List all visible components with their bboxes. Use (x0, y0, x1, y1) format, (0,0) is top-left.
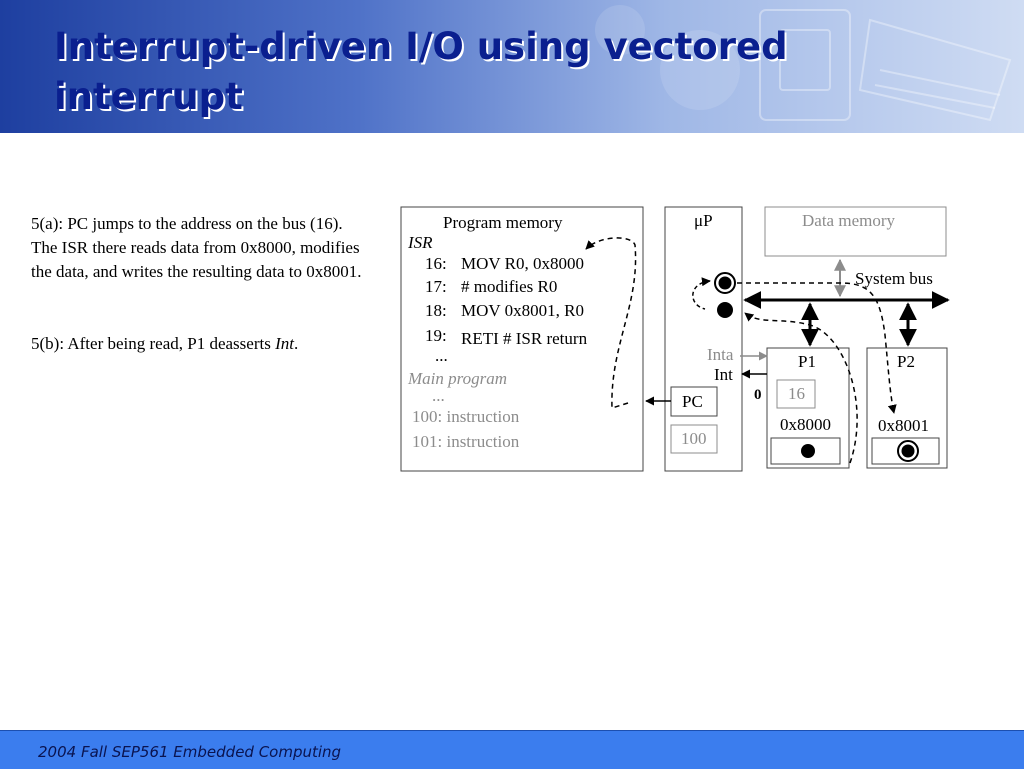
pc-register-box (670, 386, 718, 417)
pc-label: PC (682, 392, 703, 411)
slide-notes: 5(a): PC jumps to the address on the bus… (31, 212, 366, 404)
data-memory-box (764, 206, 947, 257)
note-step-5b-text: 5(b): After being read, P1 deasserts (31, 334, 276, 353)
isr-ellipsis: ... (435, 346, 448, 365)
main-line-101: 101: instruction (412, 432, 520, 451)
int-value: 0 (754, 387, 762, 403)
main-line-100: 100: instruction (412, 407, 520, 426)
note-step-5b-int: Int (275, 334, 294, 353)
program-memory-box (400, 206, 644, 472)
register-dot (717, 302, 733, 318)
isr-line-18-text: MOV 0x8001, R0 (461, 301, 584, 320)
data-memory-label: Data memory (802, 211, 895, 230)
isr-line-17-text: # modifies R0 (461, 277, 558, 296)
slide-title: Interrupt-driven I/O using vectored inte… (54, 22, 788, 122)
title-banner: Interrupt-driven I/O using vectored inte… (0, 0, 1024, 133)
p1-data-dot (801, 444, 815, 458)
isr-line-19-text: RETI # ISR return (461, 329, 588, 348)
isr-line-19-num: 19: (425, 326, 447, 345)
pc-value: 100 (681, 429, 707, 448)
slide-footer: 2004 Fall SEP561 Embedded Computing (0, 730, 1024, 769)
slide-title-line-1: Interrupt-driven I/O using vectored (54, 25, 788, 68)
isr-line-17-num: 17: (425, 277, 447, 296)
p1-label: P1 (798, 352, 816, 371)
register-r0-dot (718, 276, 732, 290)
write-p2-arrow (737, 282, 897, 414)
isr-line-16-text: MOV R0, 0x8000 (461, 254, 584, 273)
read-p1-arrow (744, 312, 858, 464)
p2-address: 0x8001 (878, 416, 929, 435)
p1-register-value: 16 (788, 384, 805, 403)
note-step-5a: 5(a): PC jumps to the address on the bus… (31, 214, 362, 281)
jump-to-isr-arrow (585, 237, 637, 410)
main-program-label: Main program (408, 369, 508, 388)
p2-data-dot (901, 444, 915, 458)
banner-decoration (595, 5, 1012, 122)
p1-address: 0x8000 (780, 415, 831, 434)
int-label: Int (714, 365, 733, 384)
system-bus-label: System bus (855, 269, 933, 288)
inta-label: Inta (707, 345, 734, 364)
diagram-graphics (400, 206, 950, 472)
pc-value-box (670, 424, 718, 454)
note-step-5b: 5(b): After being read, P1 deasserts Int… (31, 332, 366, 356)
footer-text: 2004 Fall SEP561 Embedded Computing (38, 743, 342, 761)
interrupt-diagram: Program memory ISR 16: MOV R0, 0x8000 17… (400, 205, 960, 485)
microprocessor-label: μP (694, 211, 713, 230)
p2-label: P2 (897, 352, 915, 371)
main-ellipsis: ... (432, 386, 445, 405)
isr-line-18-num: 18: (425, 301, 447, 320)
program-memory-title: Program memory (443, 213, 563, 232)
modify-loop-arrow (692, 277, 711, 310)
p1-register-box (776, 379, 816, 409)
note-step-5b-end: . (293, 334, 299, 353)
isr-label: ISR (408, 233, 433, 252)
slide-title-line-2: interrupt (54, 75, 243, 118)
isr-line-16-num: 16: (425, 254, 447, 273)
